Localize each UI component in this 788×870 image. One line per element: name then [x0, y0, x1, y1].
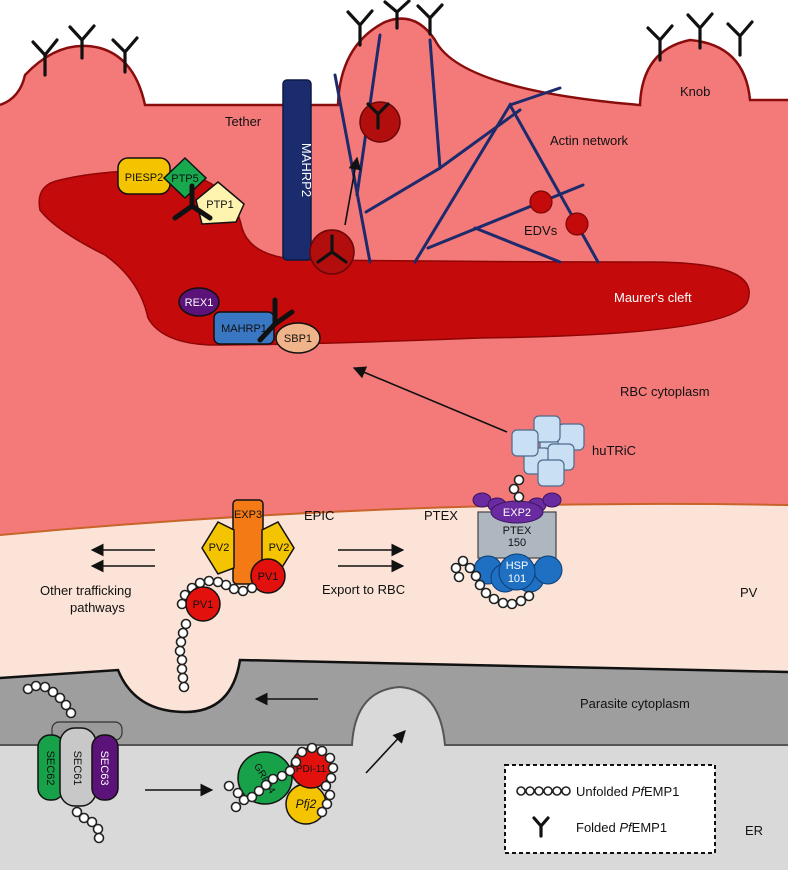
pv1-free-label: PV1 [193, 599, 214, 611]
folded-pfemp1-icon [646, 24, 674, 62]
ptp5-label: PTP5 [171, 173, 199, 185]
folded-pfemp1-icon [257, 297, 295, 343]
unfolded-pfemp1-chain-chaperone [223, 742, 339, 818]
knob-label: Knob [680, 84, 710, 99]
hutric-complex [511, 415, 585, 487]
pv2-left-label: PV2 [209, 542, 230, 554]
sec-translocon [37, 721, 123, 807]
sbp1-label: SBP1 [284, 333, 312, 345]
folded-pfemp1-icon [686, 12, 714, 50]
pv-label: PV [740, 585, 758, 600]
folded-pfemp1-icon [416, 3, 444, 36]
hsp101-label-2: 101 [508, 573, 526, 585]
er-label: ER [745, 823, 763, 838]
sec62-label: SEC62 [44, 751, 56, 786]
knob-folded-pfemp1-group [31, 0, 754, 77]
ptp1-protein [195, 181, 245, 225]
rex1-protein [178, 287, 220, 317]
folded-pfemp1-icon [726, 20, 754, 57]
ptp5-protein [162, 156, 208, 200]
unfolded-pfemp1-chain-sec [22, 680, 105, 844]
pvm-membrane [0, 502, 788, 536]
pv1-free-protein [185, 586, 221, 622]
folded-pfemp1-icon [383, 0, 411, 30]
unfolded-pfemp1-legend-icon [516, 786, 571, 796]
pv2-right-label: PV2 [269, 542, 290, 554]
other-pathways-label-2: pathways [70, 600, 125, 615]
epic-label: EPIC [304, 508, 334, 523]
edv-transport-arrow [344, 156, 362, 226]
ptex-complex [472, 492, 563, 593]
folded-pfemp1-icon [111, 36, 139, 74]
actin-network-label: Actin network [550, 133, 629, 148]
export-to-rbc-label: Export to RBC [322, 582, 405, 597]
edv-vesicle [565, 212, 589, 236]
pdi11-label: PDI-11 [296, 764, 327, 775]
piesp2-label: PIESP2 [125, 172, 164, 184]
hsp101-label-1: HSP [506, 560, 529, 572]
mahrp1-label: MAHRP1 [221, 323, 267, 335]
folded-pfemp1-icon [366, 102, 390, 130]
er-membrane [0, 685, 788, 746]
export-arrow-to-cleft [352, 366, 508, 433]
hutric-label: huTRiC [592, 443, 636, 458]
ptex150-label-1: PTEX [503, 525, 532, 537]
exp3-label: EXP3 [234, 509, 262, 521]
pv1-complex-label: PV1 [258, 571, 279, 583]
sec61-label: SEC61 [71, 751, 83, 786]
other-pathways-label-1: Other trafficking [40, 583, 132, 598]
legend: Unfolded PfEMP1 Folded PfEMP1 [504, 764, 716, 854]
folded-pfemp1-icon [68, 24, 96, 60]
grp94-protein [237, 751, 293, 805]
exp2-label: EXP2 [503, 507, 531, 519]
er-exit-arrow [365, 730, 406, 774]
sec63-protein [91, 734, 119, 801]
pfj2-label: Pfj2 [296, 797, 317, 811]
sec63-label: SEC63 [98, 751, 110, 786]
maurers-cleft-label: Maurer's cleft [614, 290, 692, 305]
parasite-cytoplasm-label: Parasite cytoplasm [580, 696, 690, 711]
legend-unfolded-label: Unfolded PfEMP1 [576, 784, 679, 799]
legend-folded-label: Folded PfEMP1 [576, 820, 667, 835]
ptp1-label: PTP1 [206, 199, 234, 211]
parasite-cytoplasm-region [0, 660, 788, 745]
pv1-complex-protein [250, 558, 286, 594]
sbp1-protein [275, 322, 321, 354]
pv-region [0, 503, 788, 712]
folded-pfemp1-icon [346, 9, 374, 47]
edv-with-pfemp1 [359, 101, 401, 143]
unfolded-pfemp1-chain-ptex [450, 474, 535, 610]
folded-pfemp1-icon [316, 234, 348, 264]
folded-pfemp1-icon [172, 183, 213, 221]
edvs-label: EDVs [524, 223, 558, 238]
pv2-left-protein [201, 521, 235, 575]
mahrp2-tether [282, 79, 312, 261]
hsp101-protein [498, 553, 536, 591]
ptex150-label-2: 150 [508, 537, 526, 549]
edv-vesicle [529, 190, 553, 214]
rbc-membrane [0, 17, 788, 107]
folded-pfemp1-legend-icon [532, 816, 550, 838]
rbc-cytoplasm-label: RBC cytoplasm [620, 384, 710, 399]
rex1-label: REX1 [185, 297, 214, 309]
mahrp2-label: MAHRP2 [299, 143, 314, 197]
ptex-label: PTEX [424, 508, 458, 523]
tether-label: Tether [225, 114, 262, 129]
ppm-membrane [0, 658, 788, 714]
folded-pfemp1-icon [31, 38, 59, 77]
